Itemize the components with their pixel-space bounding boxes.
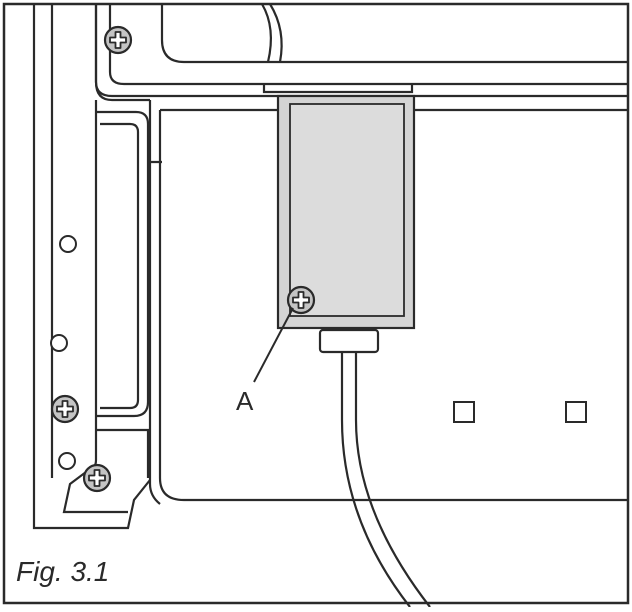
round-hole-icon bbox=[50, 334, 68, 352]
round-hole-icon bbox=[58, 452, 76, 470]
cross-head-screw-icon bbox=[50, 394, 80, 424]
left-bracket bbox=[32, 4, 162, 530]
figure-caption: Fig. 3.1 bbox=[16, 556, 110, 587]
cross-head-screw-icon bbox=[103, 25, 133, 55]
inner-rail bbox=[96, 110, 161, 505]
cross-head-screw-icon bbox=[82, 463, 112, 493]
figure-frame bbox=[2, 2, 630, 605]
callout-label-a: A bbox=[236, 386, 254, 416]
square-slot-icon bbox=[453, 401, 475, 423]
top-housing bbox=[94, 3, 628, 98]
square-slot-icon bbox=[565, 401, 587, 423]
round-hole-icon bbox=[59, 235, 77, 253]
callout-leader-line bbox=[253, 307, 294, 383]
cable bbox=[340, 352, 431, 608]
cable-connector bbox=[318, 328, 380, 354]
module-mount bbox=[262, 84, 414, 94]
